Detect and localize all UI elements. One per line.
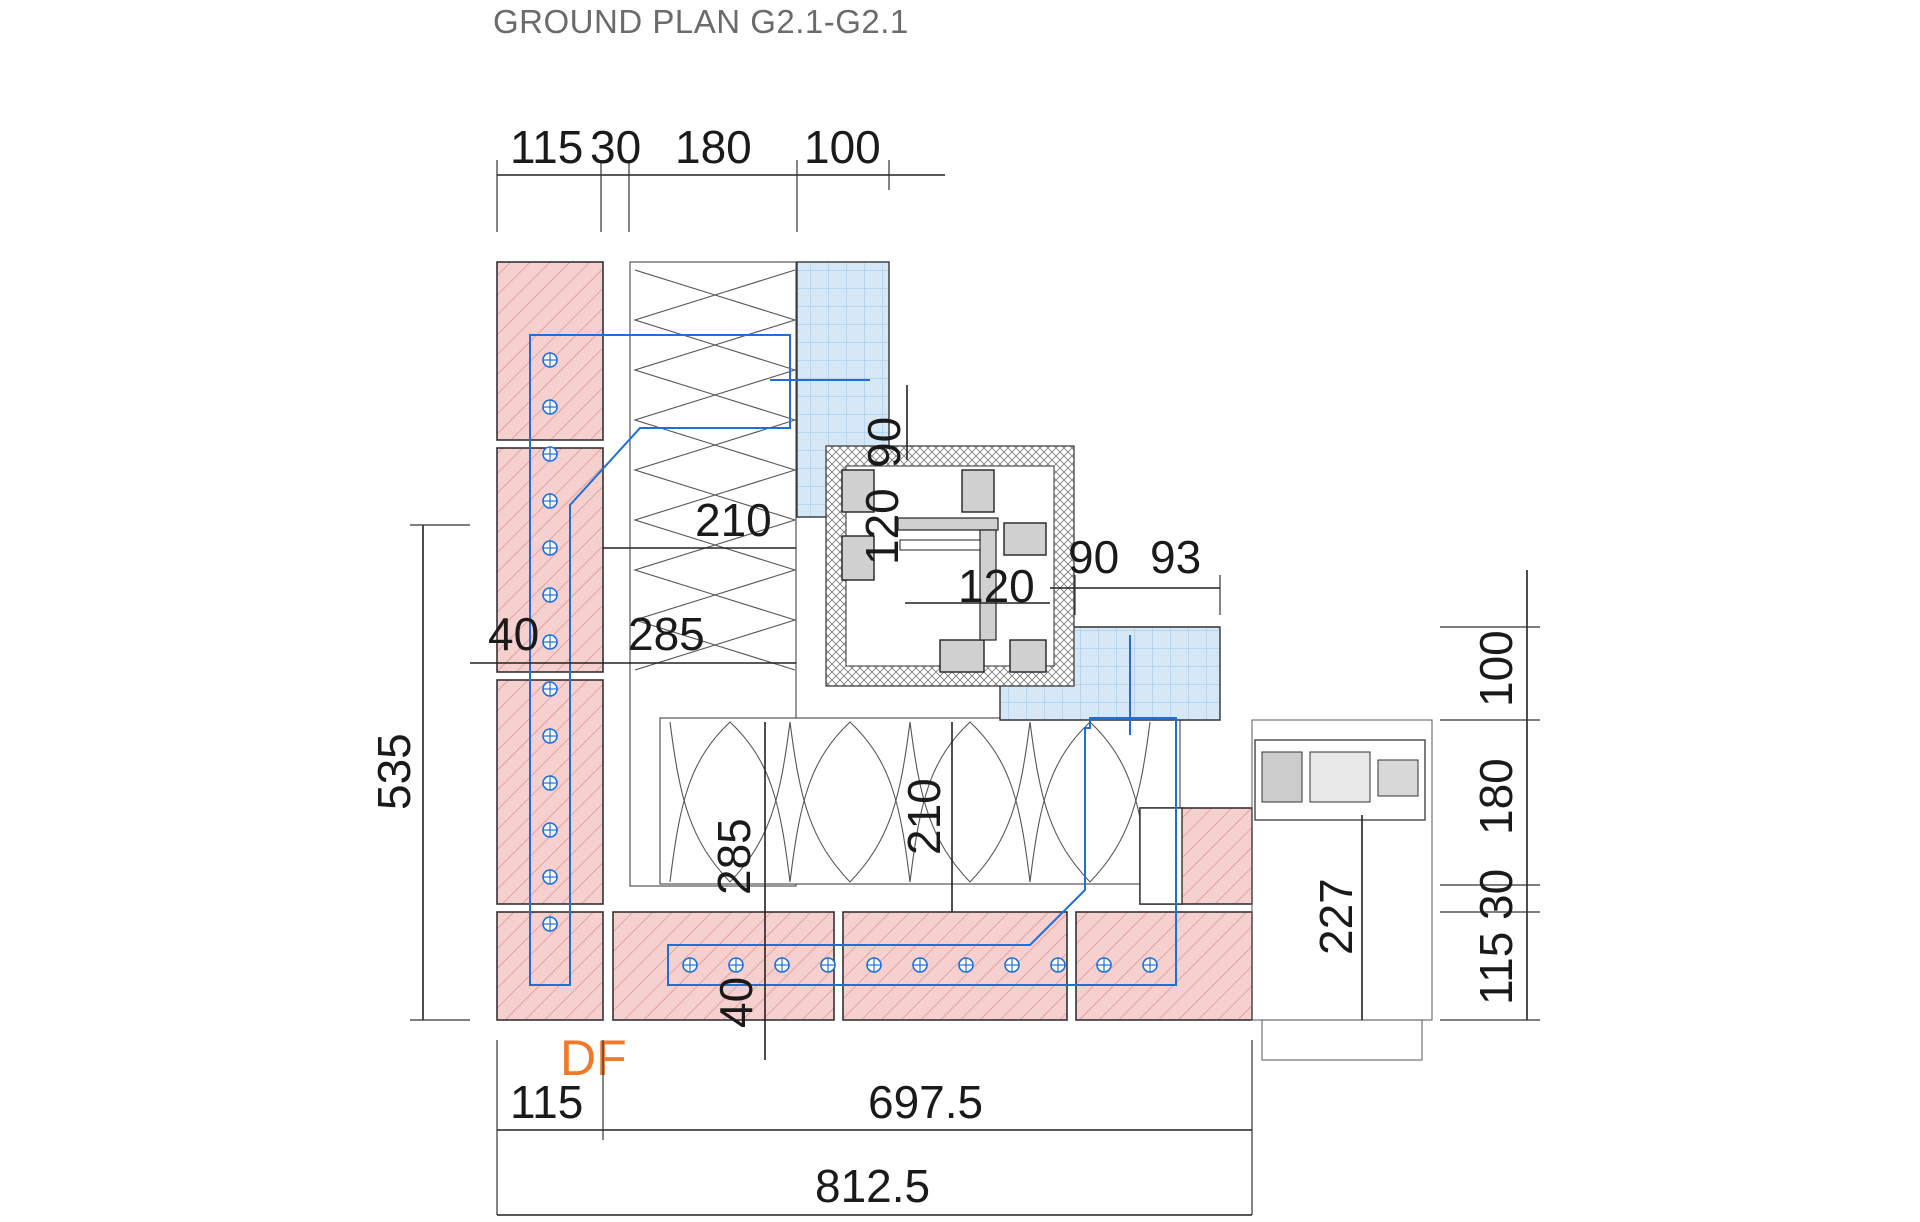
anchor-bolt-icon (1142, 957, 1158, 973)
anchor-bolt-icon (542, 869, 558, 885)
dim-bottom-812-5: 812.5 (815, 1160, 930, 1212)
dim-right-100: 100 (1470, 630, 1522, 707)
dim-joint-120-h: 120 (958, 560, 1035, 612)
drawing-title: GROUND PLAN G2.1-G2.1 (493, 3, 909, 40)
anchor-bolt-icon (682, 957, 698, 973)
dim-210-upper: 210 (695, 494, 772, 546)
anchor-bolt-icon (542, 634, 558, 650)
anchor-bolt-icon (542, 540, 558, 556)
anchor-bolt-icon (542, 681, 558, 697)
top-dimension-chain: 115 30 180 100 (496, 121, 945, 232)
dim-40-left: 40 (488, 608, 539, 660)
dim-bottom-115: 115 (510, 1076, 583, 1128)
dim-right-180: 180 (1470, 758, 1522, 835)
anchor-bolt-icon (542, 399, 558, 415)
dim-top-100: 100 (804, 121, 881, 173)
anchor-bolt-icon (542, 587, 558, 603)
anchor-bolt-icon (866, 957, 882, 973)
dim-top-30: 30 (590, 121, 641, 173)
anchor-bolt-icon (1096, 957, 1112, 973)
insulation-horizontal (659, 717, 1181, 885)
dim-285-upper: 285 (628, 608, 705, 660)
df-label: DF (560, 1030, 627, 1086)
dim-top-115: 115 (510, 121, 583, 173)
dim-vert-285: 285 (708, 818, 760, 895)
anchor-bolt-icon (958, 957, 974, 973)
anchor-bolt-icon (542, 822, 558, 838)
bottom-dimension-chains: 115 697.5 812.5 (496, 1040, 1253, 1216)
anchor-bolt-icon (774, 957, 790, 973)
dim-top-180: 180 (675, 121, 752, 173)
inner-dimensions: 210 285 40 90 120 120 90 93 285 210 40 (470, 385, 1221, 1060)
dim-right-93: 93 (1150, 531, 1201, 583)
anchor-bolt-icon (820, 957, 836, 973)
dim-vert-227: 227 (1310, 878, 1362, 955)
anchor-bolt-icon (728, 957, 744, 973)
corner-joint (825, 445, 1075, 687)
dim-right-90: 90 (1068, 531, 1119, 583)
anchor-bolt-icon (542, 493, 558, 509)
dim-vert-40: 40 (710, 977, 762, 1028)
anchor-bolt-icon (542, 728, 558, 744)
anchor-rails (529, 334, 1177, 986)
anchor-bolt-icon (542, 352, 558, 368)
anchor-bolt-icon (542, 916, 558, 932)
anchor-bolt-icon (912, 957, 928, 973)
dim-vert-210: 210 (898, 778, 950, 855)
dim-height-535: 535 (368, 733, 420, 810)
dim-bottom-697-5: 697.5 (868, 1076, 983, 1128)
dim-joint-90: 90 (858, 417, 910, 468)
dim-right-115: 115 (1470, 932, 1522, 1005)
anchor-bolt-icon (1050, 957, 1066, 973)
anchor-bolt-icon (542, 446, 558, 462)
window-frame-detail: 227 (1251, 719, 1433, 1061)
anchor-bolt-icon (1004, 957, 1020, 973)
dim-right-30: 30 (1470, 869, 1522, 920)
left-dimension: 535 (368, 524, 470, 1021)
dim-joint-120-v: 120 (856, 488, 908, 565)
anchor-bolt-icon (542, 775, 558, 791)
right-dimension-chain: 100 180 30 115 (1440, 570, 1540, 1021)
